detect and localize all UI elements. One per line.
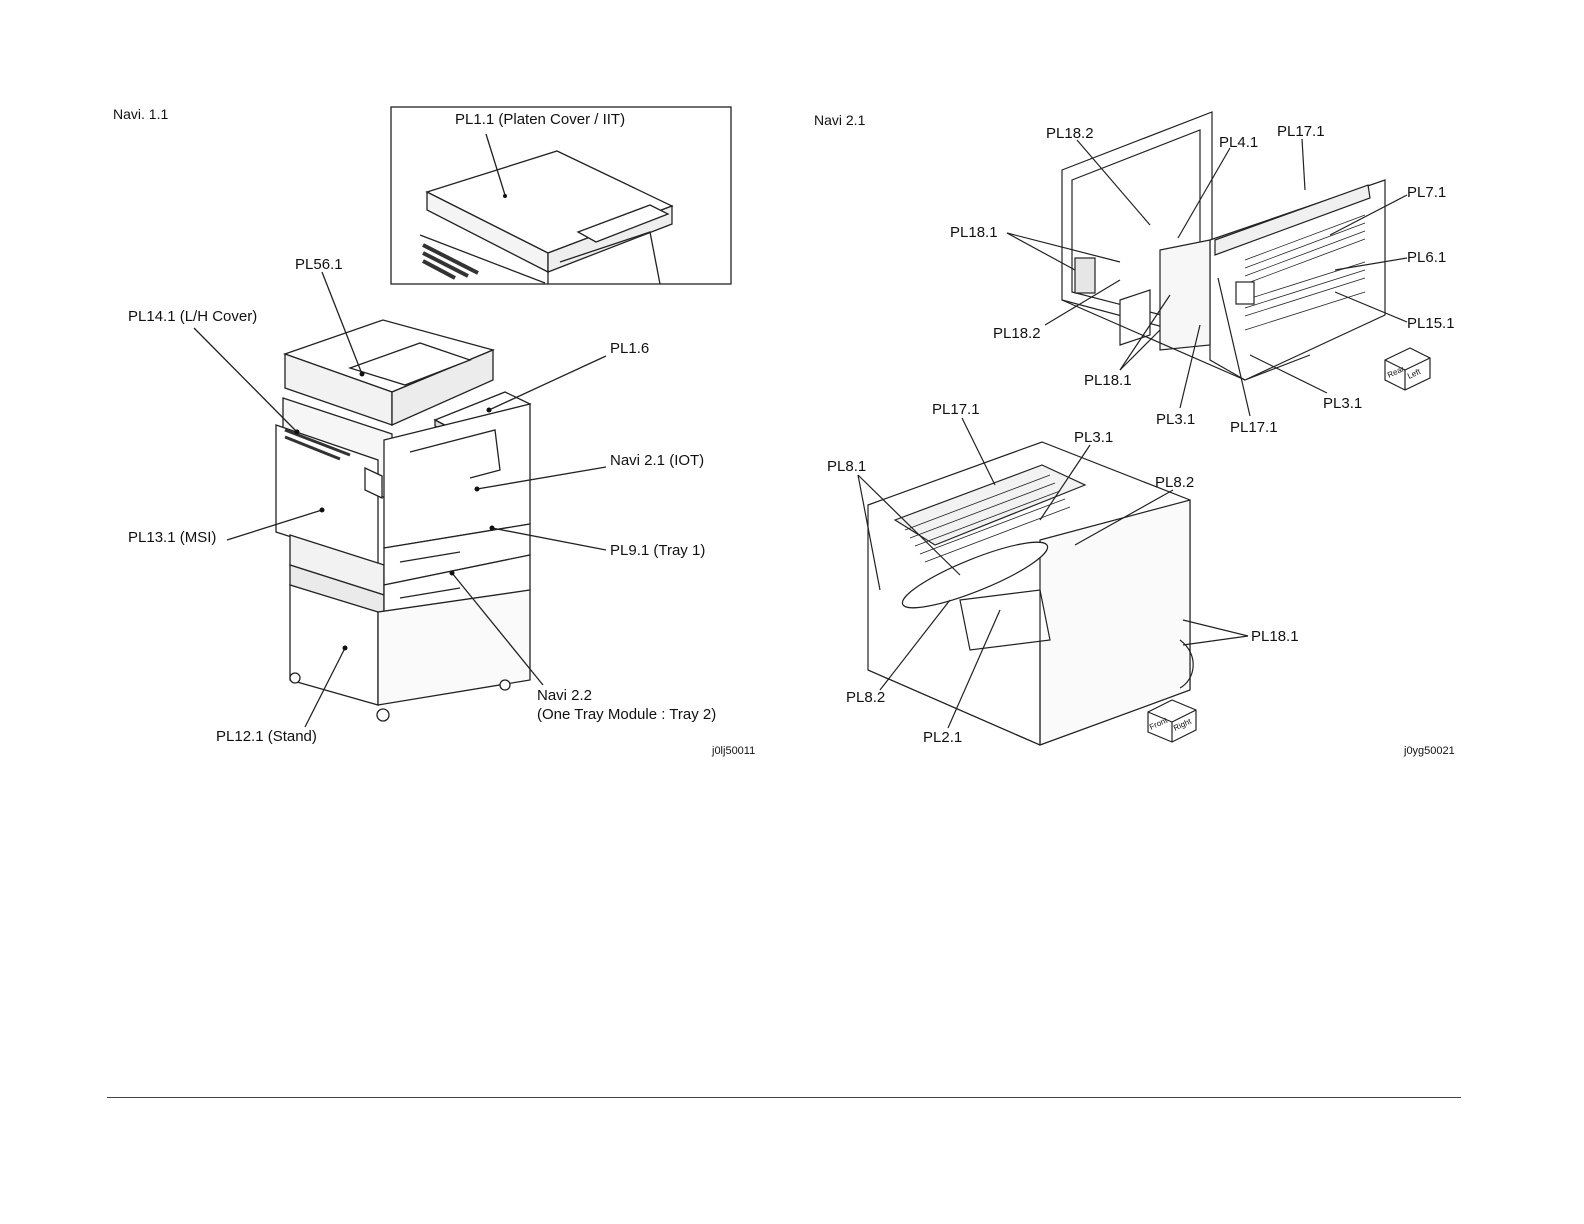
fuser-top [1214, 184, 1371, 256]
navi-1-1-title: Navi. 1.1 [113, 106, 169, 122]
label-pl15-1: PL15.1 [1407, 315, 1455, 332]
label-pl7-1: PL7.1 [1407, 184, 1447, 201]
leader-navi22 [451, 572, 544, 686]
leader-pl11 [485, 133, 506, 196]
leader-pl14 [193, 327, 298, 433]
label-pl56-1: PL56.1 [295, 256, 343, 273]
label-pl2-1: PL2.1 [923, 729, 963, 746]
label-navi-2-2: Navi 2.2 [537, 687, 593, 704]
label-pl6-1: PL6.1 [1407, 249, 1447, 266]
label-pl13-1-msi: PL13.1 (MSI) [128, 529, 217, 546]
footer-divider [107, 1097, 1461, 1098]
label-pl1-6: PL1.6 [610, 340, 650, 357]
leader-pl121 [304, 647, 346, 728]
label-pl17-1-lower: PL17.1 [932, 401, 980, 418]
label-pl9-1-tray1: PL9.1 (Tray 1) [610, 542, 706, 559]
label-pl17-1-bottom: PL17.1 [1230, 419, 1278, 436]
label-pl18-2-top: PL18.2 [1046, 125, 1094, 142]
label-pl18-2-mid: PL18.2 [993, 325, 1041, 342]
leader-navi21 [476, 466, 607, 490]
label-navi-2-2-sub: (One Tray Module : Tray 2) [537, 706, 717, 723]
label-pl1-1-platen: PL1.1 (Platen Cover / IIT) [455, 111, 626, 128]
label-pl8-2-bottom: PL8.2 [846, 689, 886, 706]
label-pl17-1-top: PL17.1 [1277, 123, 1325, 140]
label-pl18-1-left: PL18.1 [950, 224, 998, 241]
label-pl18-1-mid: PL18.1 [1084, 372, 1132, 389]
tray-cavity [959, 589, 1051, 651]
figure-code-left: j0lj50011 [712, 745, 756, 757]
navi-2-1-title: Navi 2.1 [814, 112, 866, 128]
label-pl8-2-top: PL8.2 [1155, 474, 1195, 491]
label-navi-2-1-iot: Navi 2.1 (IOT) [610, 452, 705, 469]
leader-pl56 [321, 271, 363, 375]
orientation-cube-front-right [1147, 699, 1197, 743]
pl18-module [1074, 257, 1096, 294]
leader-pl13 [226, 509, 323, 541]
label-pl4-1: PL4.1 [1219, 134, 1259, 151]
label-pl3-1-mid: PL3.1 [1156, 411, 1196, 428]
leader-pl16 [488, 355, 607, 411]
label-pl14-1: PL14.1 (L/H Cover) [128, 308, 258, 325]
leader-pl91 [491, 527, 607, 551]
label-pl3-1-lower: PL3.1 [1074, 429, 1114, 446]
platen-inset-frame [390, 106, 732, 285]
label-pl18-1-lower: PL18.1 [1251, 628, 1299, 645]
figure-code-right: j0yg50021 [1404, 745, 1455, 757]
xerographic-roll [901, 541, 1049, 609]
label-pl3-1-right: PL3.1 [1323, 395, 1363, 412]
label-pl12-1-stand: PL12.1 (Stand) [216, 728, 317, 745]
label-pl8-1: PL8.1 [827, 458, 867, 475]
